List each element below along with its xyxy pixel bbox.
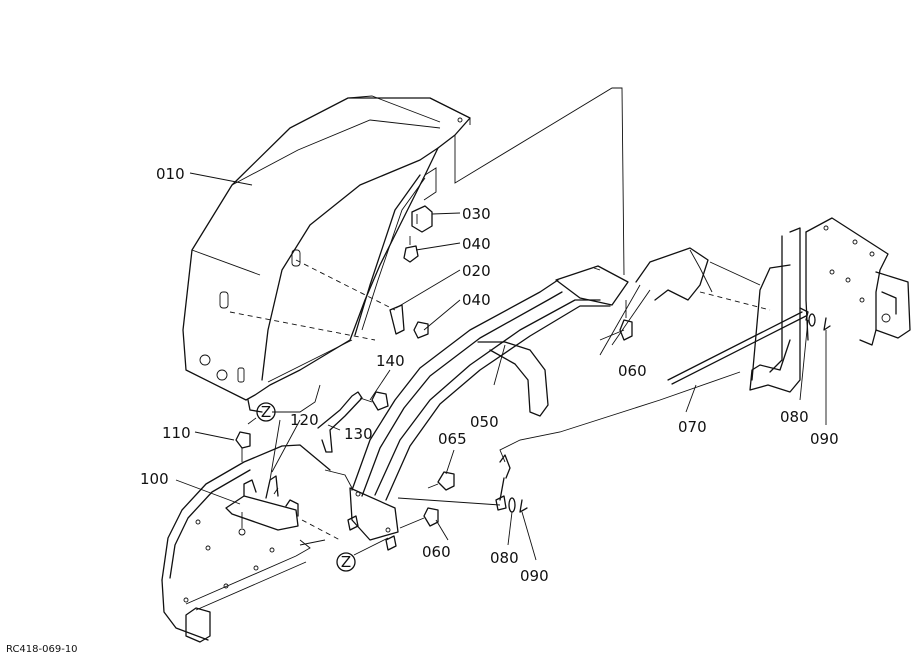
label-060-upper: 060	[618, 362, 647, 380]
label-060-lower: 060	[422, 543, 451, 561]
z-marker-top: Z	[256, 402, 276, 422]
label-110: 110	[162, 424, 191, 442]
label-090-lower: 090	[520, 567, 549, 585]
bracket-030	[411, 205, 433, 233]
mounting-guide-dashed	[699, 291, 771, 311]
z-marker-bottom-leader	[353, 537, 389, 556]
fender-outline-line	[272, 384, 321, 413]
label-050: 050	[470, 413, 499, 431]
pin-090-lower	[519, 499, 528, 513]
lower-rod	[495, 454, 511, 511]
label-120: 120	[290, 411, 319, 429]
bolt-040-lower	[413, 321, 429, 339]
pin-090-right	[823, 317, 831, 331]
z-marker-top-leader	[247, 417, 257, 425]
bolt-060-lower	[399, 507, 439, 529]
washer-080-lower	[508, 497, 516, 513]
bolt-060-upper	[619, 300, 633, 341]
label-100: 100	[140, 470, 169, 488]
label-130: 130	[344, 425, 373, 443]
label-020: 020	[462, 262, 491, 280]
hood-cover-part	[182, 95, 471, 413]
bracket-130	[317, 391, 363, 453]
assembly-guide-line	[454, 87, 625, 276]
label-080-lower: 080	[490, 549, 519, 567]
fender-outline-lower	[324, 469, 353, 489]
frame-outline-right	[709, 261, 761, 286]
label-140: 140	[376, 352, 405, 370]
rod-070	[667, 307, 809, 385]
label-070: 070	[678, 418, 707, 436]
z-marker-bottom-label: Z	[341, 553, 351, 571]
bolt-040-upper	[403, 236, 419, 263]
label-040-lower: 040	[462, 291, 491, 309]
label-090-right: 090	[810, 430, 839, 448]
washer-080-right	[808, 313, 816, 327]
fender-100	[161, 444, 341, 643]
label-010: 010	[156, 165, 185, 183]
bracket-020	[389, 304, 405, 335]
clip-120	[265, 475, 279, 499]
label-040-upper: 040	[462, 235, 491, 253]
label-080-right: 080	[780, 408, 809, 426]
pin-near-plate	[347, 515, 359, 531]
label-065: 065	[438, 430, 467, 448]
drawing-code: RC418-069-10	[6, 644, 78, 655]
z-marker-top-label: Z	[261, 403, 271, 421]
lower-frame-outline	[499, 371, 741, 463]
label-030: 030	[462, 205, 491, 223]
bolt-065	[427, 471, 455, 491]
linkage-guide-line	[397, 497, 501, 506]
z-marker-bottom: Z	[336, 552, 356, 572]
frame-bar-050	[349, 247, 713, 541]
bolt-110	[235, 431, 251, 462]
leader-lines	[175, 172, 827, 561]
side-bracket	[749, 217, 911, 393]
pin-near-z	[385, 535, 397, 551]
